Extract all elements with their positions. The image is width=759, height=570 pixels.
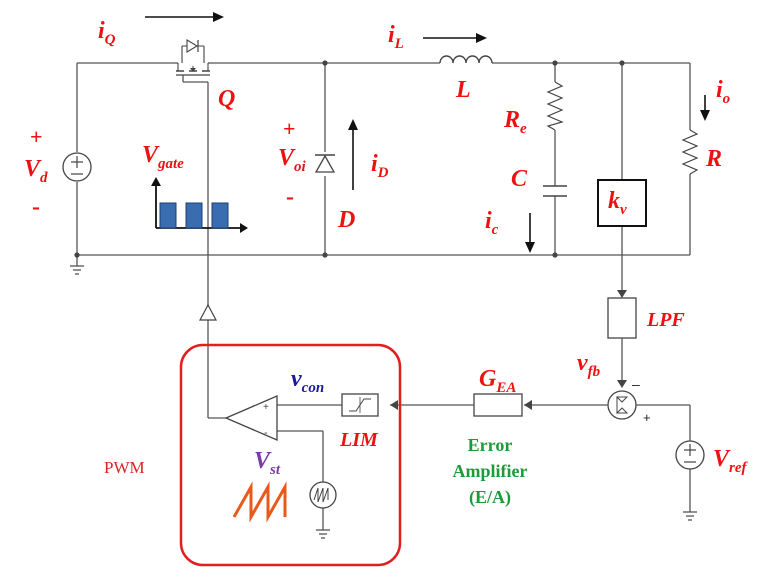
svg-text:+: +: [263, 402, 269, 413]
error-amp-line-3: (E/A): [469, 487, 511, 508]
ic-label: ic: [485, 208, 499, 238]
sum-plus-label: +: [643, 410, 651, 425]
current-arrows: [145, 12, 710, 253]
lim-label: LIM: [339, 429, 379, 451]
id-label: iD: [371, 151, 389, 181]
c-label: C: [511, 166, 528, 192]
d-label: D: [337, 207, 355, 233]
l-label: L: [455, 77, 471, 103]
svg-text:-: -: [264, 427, 268, 439]
vfb-label: vfb: [577, 350, 601, 380]
sawtooth-source-icon: [309, 481, 337, 509]
freewheel-diode-icon: [314, 154, 336, 173]
lpf-label: LPF: [646, 309, 685, 331]
gea-label: GEA: [479, 366, 516, 396]
vst-label: Vst: [254, 448, 281, 478]
power-stage-wires: [70, 62, 691, 296]
esr-resistor-icon: [546, 81, 564, 131]
voi-minus-label: -: [286, 184, 294, 210]
junction-dots: [74, 60, 625, 258]
error-amp-line-1: Error: [468, 435, 513, 455]
control-wires: [207, 82, 697, 539]
vgate-label: Vgate: [142, 142, 184, 172]
il-label: iL: [388, 22, 404, 52]
vd-label: Vd: [24, 156, 48, 186]
vref-source-icon: [675, 440, 705, 470]
vd-plus-label: +: [30, 124, 43, 149]
pwm-block-box: [179, 343, 402, 567]
mosfet-q-icon: [174, 39, 212, 83]
vref-label: Vref: [713, 446, 749, 476]
inductor-l-icon: [439, 55, 493, 64]
kv-label: kv: [608, 188, 627, 218]
pwm-label: PWM: [104, 458, 145, 477]
error-amplifier-caption: Error Amplifier (E/A): [453, 435, 528, 508]
vcon-label: vcon: [291, 366, 324, 396]
gate-pulse-waveform-icon: [151, 177, 248, 233]
io-label: io: [716, 77, 730, 107]
voi-plus-label: +: [283, 116, 296, 141]
capacitor-icon: [543, 185, 567, 197]
load-resistor-icon: [681, 129, 699, 175]
iq-label: iQ: [98, 18, 116, 48]
q-label: Q: [218, 86, 235, 112]
r-label: R: [705, 146, 722, 172]
gate-driver-icon: [199, 303, 217, 321]
re-label: Re: [503, 107, 527, 137]
error-amp-line-2: Amplifier: [453, 461, 528, 481]
sawtooth-waveform-icon: [232, 481, 287, 523]
voi-label: Voi: [278, 145, 307, 175]
vd-minus-label: -: [32, 194, 40, 220]
vd-source-icon: [62, 152, 92, 182]
sum-minus-label: –: [632, 376, 640, 392]
pwm-comparator-icon: + -: [224, 395, 278, 441]
kv-sensor-box: [597, 179, 647, 227]
